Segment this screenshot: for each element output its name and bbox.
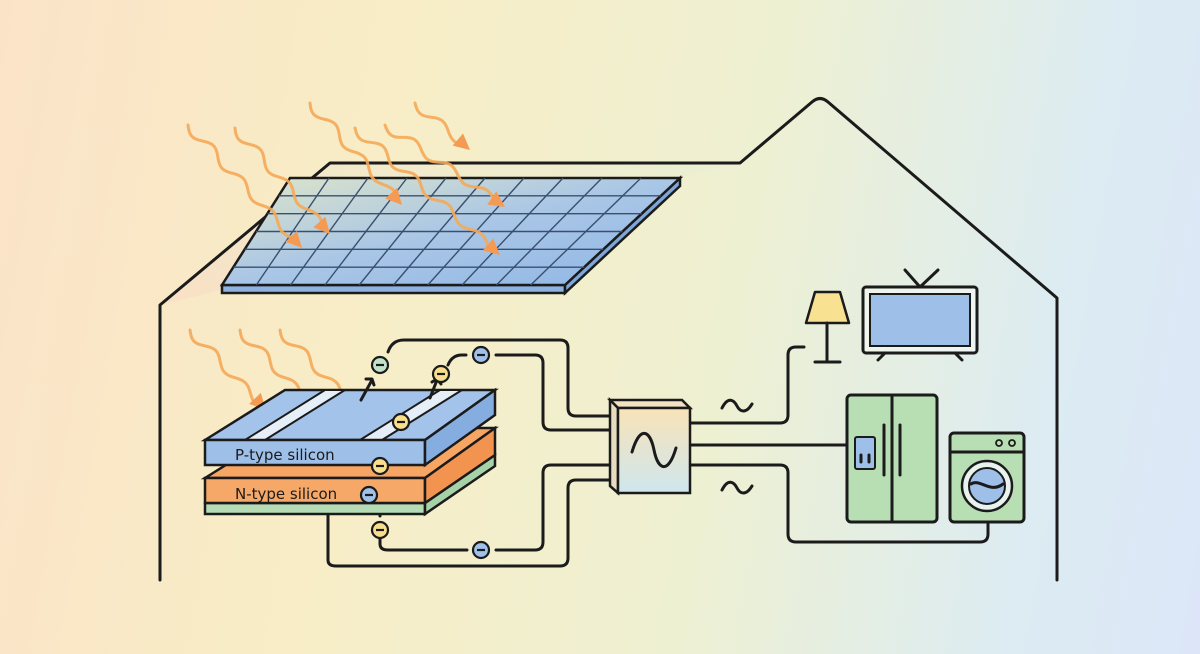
- sun-ray-icon: [308, 101, 397, 194]
- sun-ray-icon: [238, 328, 306, 404]
- arrow-head-icon: [487, 191, 505, 207]
- arrow-head-icon: [385, 187, 402, 205]
- ac-wave-icon: [630, 431, 678, 469]
- television-icon: [861, 268, 979, 362]
- sun-ray-icon: [188, 328, 256, 404]
- sun-ray-icon: [353, 126, 491, 249]
- solar-panel: [219, 175, 684, 296]
- sun-ray-icon: [278, 328, 346, 402]
- ac-wave-icon: [720, 398, 754, 413]
- arrow-head-icon: [313, 216, 330, 234]
- sun-ray-icon: [383, 123, 496, 201]
- electron-path-arrow-icon: [359, 377, 376, 402]
- arrow-head-icon: [482, 238, 500, 255]
- sun-ray-icon: [186, 123, 294, 240]
- sun-ray-icon: [233, 126, 324, 224]
- solar-cell: P-type silicon N-type silicon: [200, 377, 499, 517]
- arrow-head-icon: [285, 230, 302, 248]
- circuit-wires: [326, 338, 990, 568]
- electrons: [359, 345, 491, 560]
- lamp-icon: [804, 290, 851, 364]
- inverter: [606, 396, 694, 496]
- refrigerator-icon: [845, 393, 939, 524]
- p-type-label: P-type silicon: [235, 446, 335, 464]
- ac-wave-icon: [720, 480, 754, 495]
- sun-ray-icon: [413, 101, 459, 145]
- arrow-head-icon: [452, 133, 470, 150]
- n-type-label: N-type silicon: [235, 485, 337, 503]
- washing-machine-icon: [948, 431, 1026, 524]
